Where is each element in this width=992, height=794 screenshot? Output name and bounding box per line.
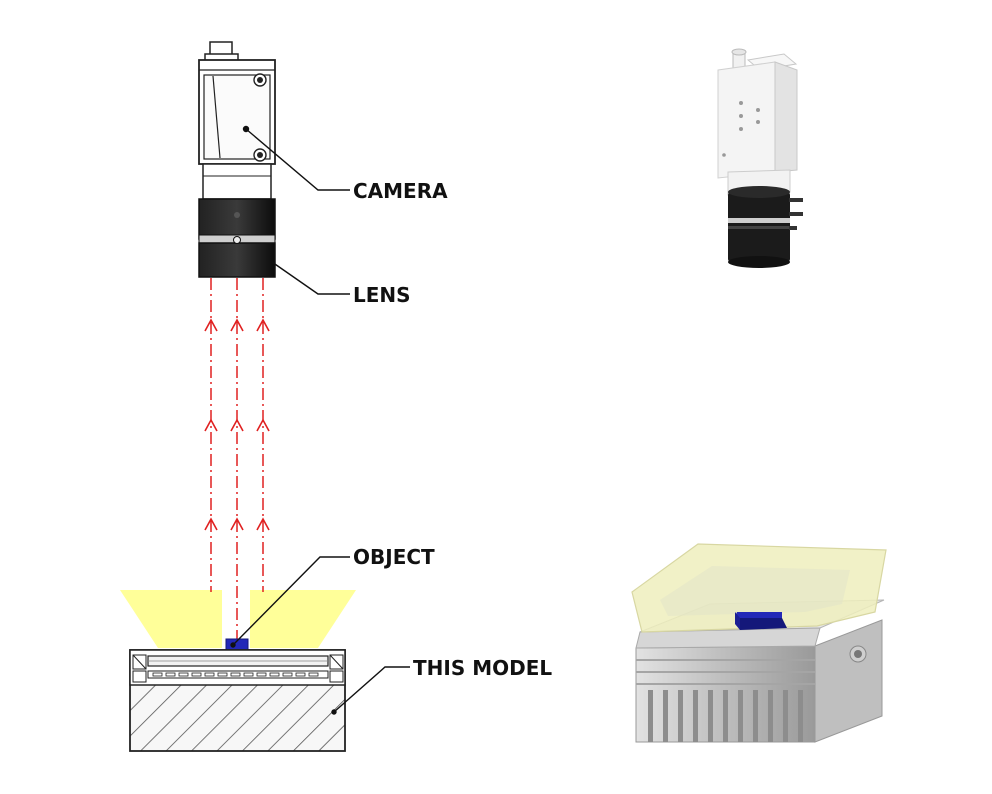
ray-arrow-icon [204, 418, 218, 432]
ray-arrow-icon [230, 517, 244, 531]
ray-arrow-icon [230, 318, 244, 332]
lens-label: LENS [353, 283, 411, 307]
optical-rays [210, 278, 264, 641]
ray-arrow-icon [204, 517, 218, 531]
lens-section-drawing [198, 198, 276, 278]
led-row [152, 672, 319, 677]
ray-arrows [204, 318, 270, 531]
ray-arrow-icon [230, 418, 244, 432]
ray-arrow-icon [256, 517, 270, 531]
this-model-3d-render [631, 543, 887, 743]
this-model-section-drawing [129, 649, 346, 752]
camera-section-drawing [198, 41, 276, 200]
ray-arrow-icon [204, 318, 218, 332]
light-cones [120, 590, 356, 648]
camera-3d-render [717, 48, 803, 268]
ray-arrow-icon [256, 318, 270, 332]
this-model-label: THIS MODEL [413, 656, 552, 680]
heatsink-grooves [636, 659, 815, 685]
ray-arrow-icon [256, 418, 270, 432]
object-label: OBJECT [353, 545, 435, 569]
heatsink-fins [648, 690, 803, 742]
leader-lines [230, 125, 410, 715]
camera-label: CAMERA [353, 179, 448, 203]
